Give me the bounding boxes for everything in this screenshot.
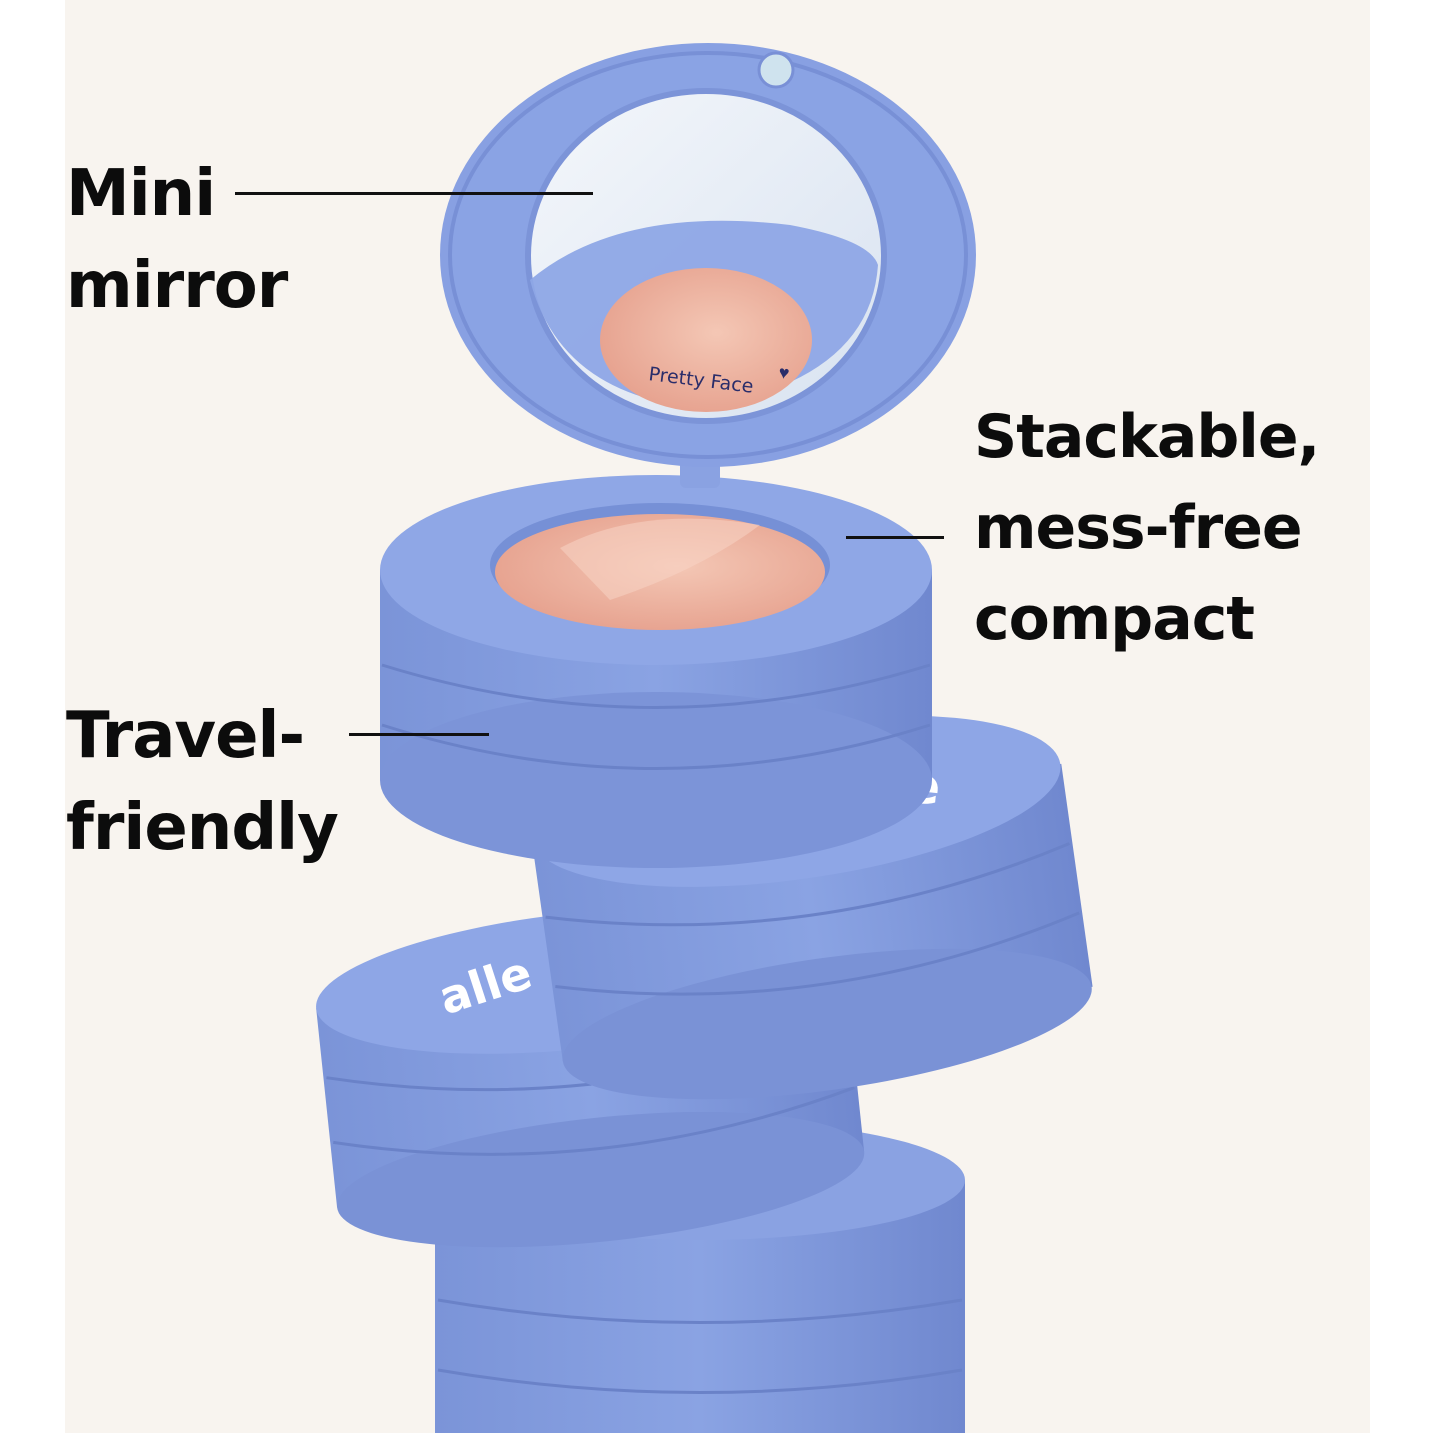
callout-line: mirror <box>66 249 288 323</box>
open-compact-base <box>380 475 932 868</box>
heart-icon: ♥ <box>778 362 791 383</box>
callout-stackable: Stackable, mess-free compact <box>974 392 1320 665</box>
mirror-leader-line <box>235 192 593 195</box>
callout-travel-friendly: Travel- friendly <box>66 690 339 874</box>
callout-line: friendly <box>66 791 339 865</box>
callout-line: Stackable, <box>974 402 1320 472</box>
mirror-reflection-blush <box>600 268 812 412</box>
callout-line: mess-free <box>974 493 1303 563</box>
open-lid: Pretty Face ♥ <box>440 43 976 467</box>
callout-line: Travel- <box>66 699 305 773</box>
callout-line: compact <box>974 584 1255 654</box>
callout-mini-mirror: Mini mirror <box>66 148 288 332</box>
callout-line: Mini <box>66 157 216 231</box>
travel-leader-line <box>349 733 489 736</box>
stackable-leader-line <box>846 536 944 539</box>
lid-button-icon <box>757 51 795 89</box>
